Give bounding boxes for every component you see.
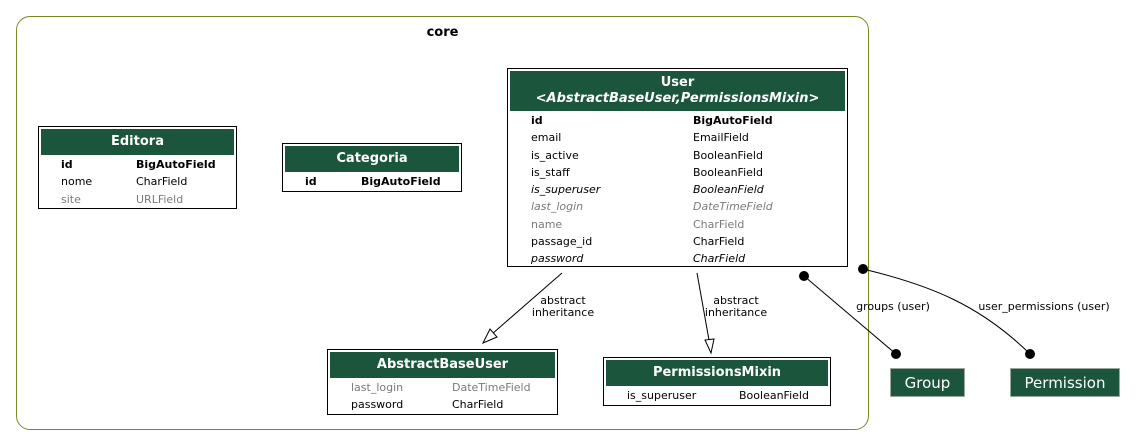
edge-label-groups: groups (user) (856, 300, 930, 313)
field-row: id BigAutoField (283, 173, 461, 190)
field-name: id (61, 158, 73, 171)
field-name: site (61, 192, 81, 206)
field-row: last_login DateTimeField (508, 198, 847, 215)
arrowhead-permissions (704, 338, 715, 355)
model-abstractbaseuser-fields: last_login DateTimeField password CharField (328, 378, 557, 414)
field-type: BooleanField (693, 183, 764, 197)
model-permissionsmixin-fields: is_superuser BooleanField (604, 386, 830, 404)
field-name: password (531, 252, 584, 266)
cluster-title: core (426, 25, 459, 40)
field-name: is_superuser (531, 183, 601, 197)
field-row: nome CharField (39, 173, 236, 190)
field-type: CharField (136, 175, 188, 189)
field-type: CharField (693, 235, 745, 249)
field-row: name CharField (508, 216, 847, 233)
field-row: password CharField (508, 250, 847, 267)
field-row: is_active BooleanField (508, 147, 847, 164)
field-type: URLField (136, 192, 184, 206)
field-row: last_login DateTimeField (328, 379, 557, 396)
field-type: CharField (693, 217, 745, 231)
field-name: is_active (531, 148, 579, 162)
model-user-subtitle: <AbstractBaseUser,PermissionsMixin> (535, 91, 820, 106)
field-type: BigAutoField (136, 158, 216, 171)
field-row: passage_id CharField (508, 233, 847, 250)
model-permissionsmixin[interactable]: PermissionsMixin is_superuser BooleanFiel… (603, 357, 831, 406)
field-type: DateTimeField (693, 200, 773, 214)
field-name: password (351, 398, 404, 412)
model-categoria-fields: id BigAutoField (283, 172, 461, 190)
edge-groups (803, 275, 897, 355)
model-categoria-title: Categoria (285, 146, 459, 172)
field-row: is_superuser BooleanField (508, 181, 847, 198)
field-name: email (531, 131, 562, 145)
field-name: name (531, 217, 563, 231)
edge-user-permissions-end-dot (1025, 349, 1035, 359)
field-name: nome (61, 175, 93, 189)
edge-inherit-permissions (696, 272, 710, 341)
edge-label-abstract-line1: abstract inheritance (531, 294, 595, 319)
field-name: is_staff (531, 165, 570, 179)
model-user-title: User (660, 75, 695, 90)
field-name: last_login (351, 381, 404, 394)
field-type: DateTimeField (452, 381, 531, 394)
model-permissionsmixin-title: PermissionsMixin (606, 360, 828, 386)
field-type: BooleanField (693, 148, 763, 162)
field-name: id (305, 175, 317, 188)
field-name: last_login (531, 200, 584, 214)
edge-groups-start-dot (799, 271, 809, 281)
arrowhead-abstract (481, 328, 498, 344)
field-name: passage_id (531, 235, 593, 249)
edge-groups-end-dot (891, 349, 901, 359)
field-row: site URLField (39, 191, 236, 208)
field-name: id (531, 114, 543, 127)
edge-inherit-abstract (491, 272, 563, 335)
model-editora[interactable]: Editora id BigAutoField nome CharField site U… (38, 126, 237, 209)
field-row: is_staff BooleanField (508, 164, 847, 181)
field-type: CharField (452, 398, 504, 412)
field-type: EmailField (693, 131, 749, 145)
model-editora-fields: id BigAutoField nome CharField site URLField (39, 155, 236, 208)
field-type: BigAutoField (693, 114, 773, 127)
field-row: is_superuser BooleanField (604, 387, 830, 404)
node-group[interactable]: Group (890, 368, 965, 397)
edge-user-permissions-start-dot (858, 264, 868, 274)
field-row: password CharField (328, 396, 557, 413)
model-user[interactable]: User <AbstractBaseUser,PermissionsMixin>… (507, 68, 848, 267)
field-type: BooleanField (739, 389, 809, 402)
field-row: email EmailField (508, 129, 847, 146)
model-editora-title: Editora (41, 129, 234, 155)
core-cluster: core (16, 16, 869, 430)
field-name: is_superuser (627, 389, 697, 402)
edge-label-user-permissions: user_permissions (user) (978, 300, 1110, 313)
node-permission[interactable]: Permission (1010, 368, 1120, 397)
field-row: id BigAutoField (508, 112, 847, 129)
model-user-header: User <AbstractBaseUser,PermissionsMixin> (510, 71, 845, 111)
model-abstractbaseuser-title: AbstractBaseUser (330, 352, 555, 378)
model-abstractbaseuser[interactable]: AbstractBaseUser last_login DateTimeField… (327, 349, 558, 415)
field-type: CharField (693, 252, 746, 266)
field-type: BigAutoField (361, 175, 441, 188)
edge-label-permissions: abstract inheritance (704, 294, 768, 319)
model-categoria[interactable]: Categoria id BigAutoField (282, 143, 462, 192)
edge-user-permissions (862, 268, 1031, 355)
field-type: BooleanField (693, 165, 763, 179)
field-row: id BigAutoField (39, 156, 236, 173)
